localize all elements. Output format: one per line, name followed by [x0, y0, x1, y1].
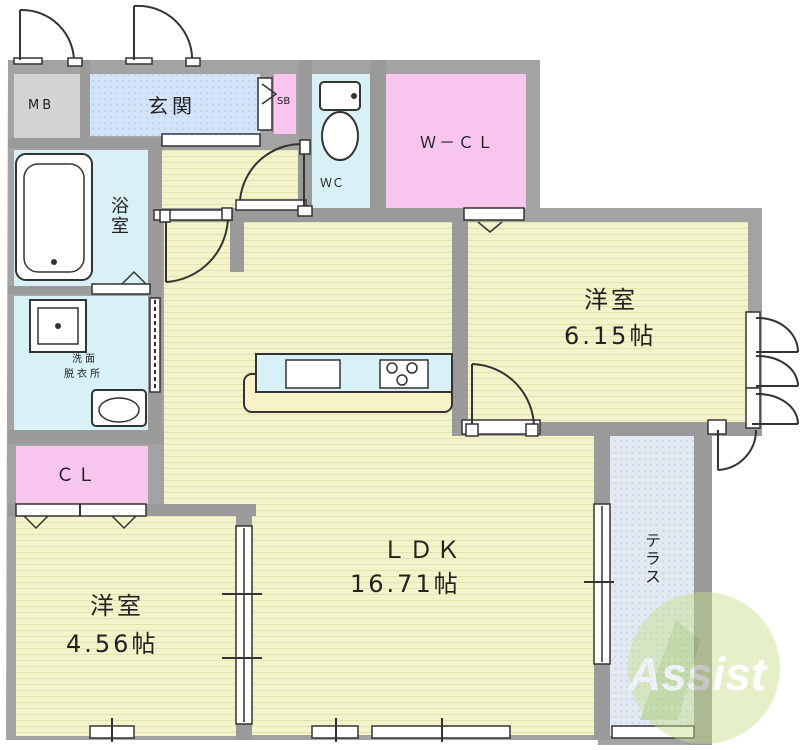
entry-door-right — [125, 4, 201, 67]
cl-floor — [16, 446, 148, 504]
floors — [6, 60, 762, 745]
bottom-window-4 — [611, 725, 695, 739]
entry-door-left — [13, 8, 83, 67]
terrace-floor — [610, 436, 694, 736]
kitchen-counter-icon — [243, 353, 453, 413]
wash-basin-icon — [91, 389, 147, 427]
genkan-floor — [90, 74, 260, 136]
western-room-right-floor — [468, 222, 748, 422]
bathtub-icon — [15, 153, 93, 281]
western-room-left-floor — [16, 516, 236, 736]
doors — [13, 4, 800, 530]
mb-floor — [14, 74, 80, 138]
hall-floor — [162, 150, 302, 208]
watermark-text: Assist — [627, 648, 768, 700]
windows — [89, 503, 695, 742]
wcl-floor — [386, 74, 526, 208]
toilet-icon — [319, 81, 361, 161]
right-side-doors — [707, 311, 800, 471]
fixtures — [15, 81, 453, 427]
ldk-floor — [164, 222, 594, 735]
sb-floor — [274, 74, 296, 134]
washing-machine-icon — [29, 299, 87, 353]
watermark-logo: Assist — [627, 592, 780, 744]
